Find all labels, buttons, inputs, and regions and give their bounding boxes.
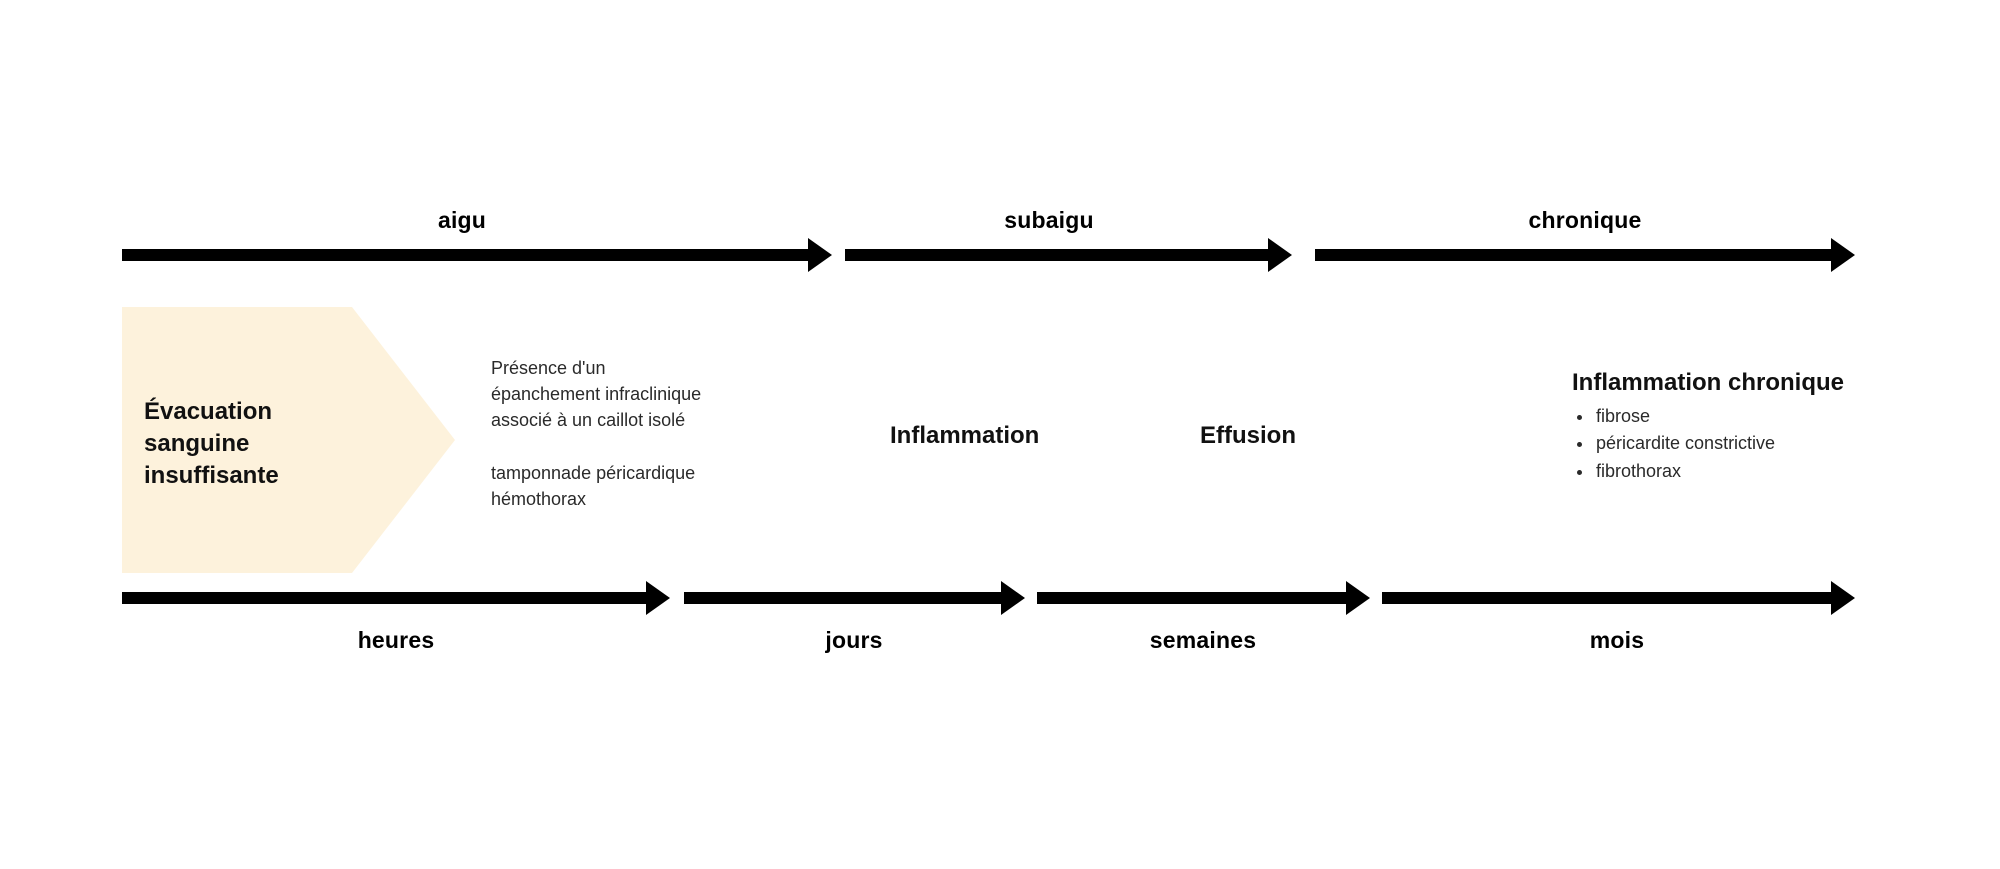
duration-label-jours: jours (825, 627, 883, 653)
banner-segment-epanchement: Présence d'un épanchement infraclinique … (275, 307, 875, 573)
phase-label-chronique: chronique (1528, 207, 1642, 233)
list-item: péricardite constrictive (1594, 430, 1862, 457)
arrow-head (1831, 238, 1855, 272)
segment-text: Évacuation sanguine insuffisante (144, 396, 359, 492)
arrow-head (1001, 581, 1025, 615)
arrow-shaft (122, 249, 808, 261)
phase-label-subaigu: subaigu (1004, 207, 1094, 233)
segment-title: Effusion (1200, 422, 1296, 449)
arrow-head (1831, 581, 1855, 615)
duration-arrow-semaines (1037, 581, 1370, 615)
banner-segment-inflammation: Inflammation (772, 307, 1172, 573)
duration-label-semaines: semaines (1149, 627, 1257, 653)
segment-title: Inflammation (890, 422, 1040, 449)
segment-bullet-list: fibrose péricardite constrictive fibroth… (1572, 403, 1862, 485)
segment-text: Effusion (1200, 420, 1460, 452)
arrow-shaft (1037, 592, 1346, 604)
duration-arrow-heures (122, 581, 670, 615)
list-item: fibrose (1594, 403, 1862, 430)
segment-title: Inflammation chronique (1572, 369, 1845, 396)
phase-arrow-aigu (122, 238, 832, 272)
segment-body-line: tamponnade péricardique hémothorax (491, 463, 696, 510)
banner-segment-inflammation-chronique: Inflammation chronique fibrose péricardi… (1402, 307, 1878, 573)
arrow-shaft (1315, 249, 1831, 261)
segment-title: Évacuation sanguine insuffisante (144, 398, 279, 489)
segment-text: Présence d'un épanchement infraclinique … (491, 355, 706, 512)
duration-label-mois: mois (1589, 627, 1645, 653)
arrow-head (808, 238, 832, 272)
arrow-shaft (1382, 592, 1831, 604)
list-item: fibrothorax (1594, 458, 1862, 485)
segment-text: Inflammation (890, 420, 1150, 452)
duration-arrow-jours (684, 581, 1025, 615)
arrow-shaft (684, 592, 1001, 604)
duration-arrow-mois (1382, 581, 1855, 615)
segment-text: Inflammation chronique fibrose péricardi… (1572, 367, 1862, 485)
phase-label-aigu: aigu (437, 207, 487, 233)
arrow-head (1268, 238, 1292, 272)
banner-segment-effusion: Effusion (1072, 307, 1502, 573)
arrow-head (1346, 581, 1370, 615)
phase-arrow-subaigu (845, 238, 1292, 272)
segment-body-line: Présence d'un épanchement infraclinique … (491, 358, 702, 431)
segment-body: Présence d'un épanchement infraclinique … (491, 355, 706, 512)
duration-label-heures: heures (357, 627, 435, 653)
phase-banner: Évacuation sanguine insuffisante Présenc… (122, 307, 1878, 573)
arrow-shaft (845, 249, 1268, 261)
phase-arrow-chronique (1315, 238, 1855, 272)
arrow-shaft (122, 592, 646, 604)
arrow-head (646, 581, 670, 615)
banner-segment-evacuation: Évacuation sanguine insuffisante (122, 307, 455, 573)
